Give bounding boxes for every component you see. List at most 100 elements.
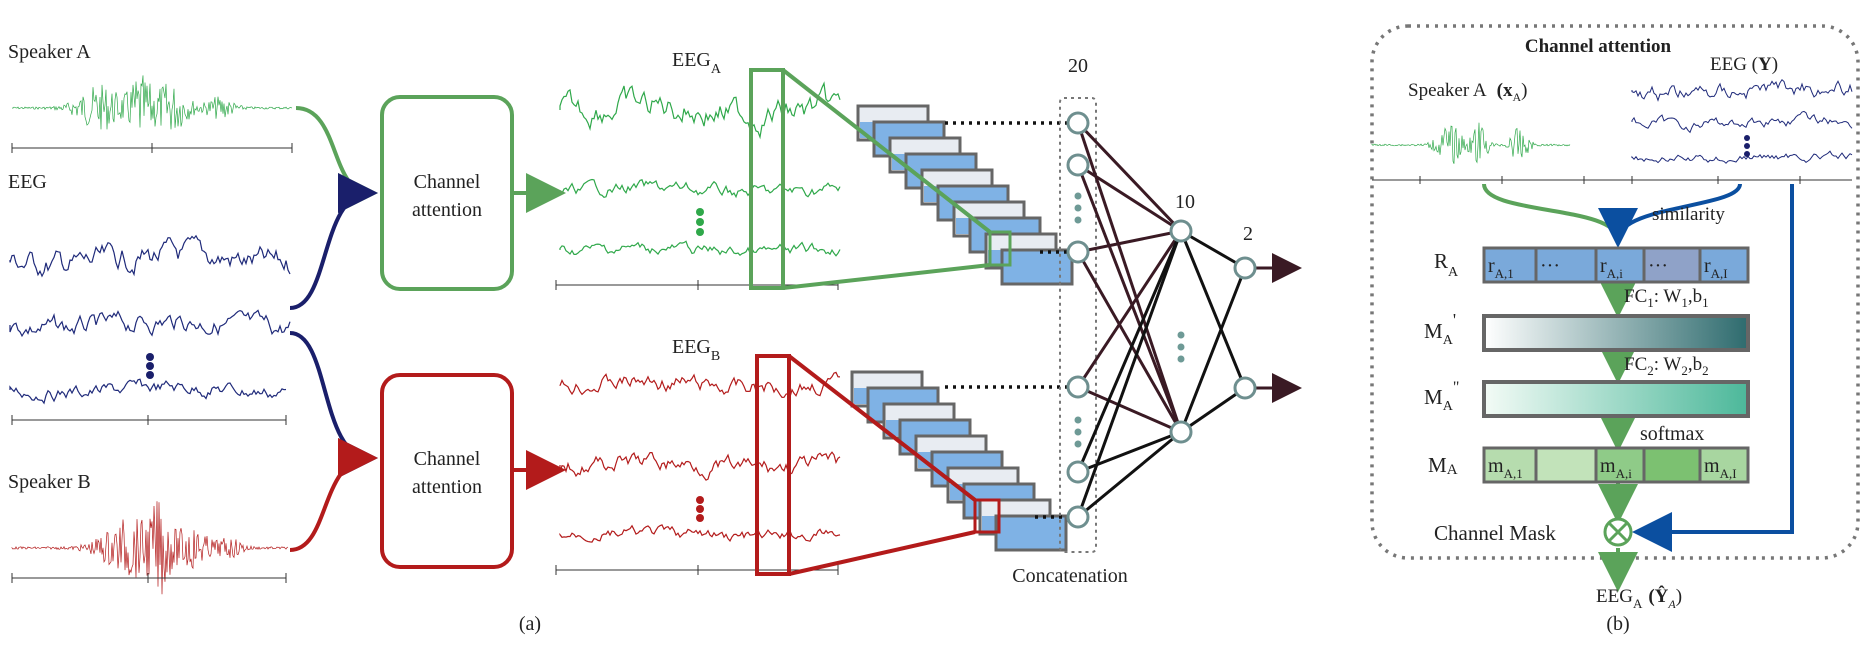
edge-l1-l2	[1076, 230, 1183, 473]
r-a-cell-1-label: rA,1	[1488, 255, 1514, 281]
kernel-highlight-a	[988, 230, 1012, 267]
r-a-cell-4-label: ···	[1648, 255, 1668, 277]
eeg-input-channel-2	[9, 309, 291, 338]
eeg-input-channel-1	[9, 234, 291, 278]
speaker-b-label: Speaker B	[8, 471, 91, 493]
m-a-double-prime-bar	[1482, 380, 1750, 418]
panel-b-eeg-2	[1631, 110, 1853, 134]
neuron-ellipsis-dot	[1177, 343, 1185, 351]
eeg-a-channel-2	[559, 178, 841, 199]
r-a-cell-2-label: ···	[1540, 255, 1560, 277]
eeg-b-label: EEGB	[672, 336, 720, 364]
neuron-ellipsis-dot	[1074, 416, 1082, 424]
channel-attention-box-a	[380, 95, 514, 291]
speaker-a-input-label: Speaker A(xA)	[1408, 80, 1527, 104]
eeg-b-channel-2	[559, 451, 841, 481]
neuron-layer-20	[1066, 153, 1090, 177]
input-connectors	[289, 106, 566, 552]
dense-network	[1066, 111, 1302, 529]
m-a-cell-1-label: mA,1	[1488, 455, 1523, 481]
panel-a-caption: (a)	[519, 613, 541, 635]
window-eeg-b	[755, 354, 791, 576]
panel-b-speaker-waveform	[1371, 122, 1571, 164]
concatenation-label: Concatenation	[1012, 565, 1128, 587]
layer-size-2: 2	[1243, 223, 1253, 245]
attention-a-line2: attention	[412, 199, 482, 221]
edge-l1-l2	[1077, 229, 1182, 254]
conv-stack-a-layer-10-fill	[1004, 266, 1070, 282]
kernel-highlight-b	[973, 498, 1001, 534]
eeg-a-label: EEGA	[672, 49, 722, 77]
neuron-ellipsis-dot	[1177, 355, 1185, 363]
edge-l1-l2	[1076, 230, 1183, 518]
panel-b-caption: (b)	[1606, 613, 1629, 635]
edge-l1-l2	[1076, 121, 1183, 233]
m-a-cell-2	[1534, 446, 1598, 484]
panel-b-axes	[1372, 176, 1852, 184]
m-a-cell-4	[1642, 446, 1702, 484]
eeg-input-channel-3	[9, 378, 287, 405]
m-a-cell-3-label: mA,i	[1600, 455, 1632, 481]
m-a-double-prime-label: MA"	[1424, 379, 1459, 414]
neuron-ellipsis-dot	[1074, 204, 1082, 212]
eeg-a-channel-3	[559, 240, 841, 257]
edge-l2-l3	[1180, 386, 1246, 434]
eeg-input-label: EEG	[8, 171, 47, 193]
softmax-label: softmax	[1640, 423, 1704, 445]
r-a-cell-2	[1534, 246, 1598, 284]
r-a-cell-5-label: rA,I	[1704, 255, 1728, 281]
edge-l2-l3	[1180, 229, 1246, 270]
attention-b-line1: Channel	[414, 448, 481, 470]
m-a-cell-5	[1698, 446, 1750, 484]
layer-size-20: 20	[1068, 55, 1088, 77]
neuron-layer-20	[1066, 111, 1090, 135]
flatten-connectors	[945, 121, 1068, 519]
speaker-a-waveform	[11, 75, 293, 130]
eeg-b-channel-3	[559, 524, 841, 543]
channel-mask-label: Channel Mask	[1434, 521, 1556, 545]
m-a-prime-label: MA'	[1424, 310, 1456, 348]
neuron-layer-20	[1066, 240, 1090, 264]
neuron-layer-10	[1169, 219, 1193, 243]
window-eeg-a	[749, 68, 785, 290]
conv-stack-b-layer-10-fill	[998, 532, 1064, 548]
panel-b-connectors	[1482, 183, 1794, 592]
neuron-layer-2	[1233, 376, 1257, 400]
eeg-a-channel-1	[559, 81, 841, 140]
speaker-a-label: Speaker A	[8, 41, 91, 63]
neuron-ellipsis-dot	[1074, 216, 1082, 224]
neuron-ellipsis-dot	[1074, 440, 1082, 448]
attention-a-line1: Channel	[414, 171, 481, 193]
panel-b-eeg-3	[1631, 150, 1853, 164]
waveform-layer	[9, 75, 841, 595]
panel-b-waveforms	[1371, 78, 1853, 164]
edge-l1-l2	[1077, 163, 1182, 233]
neuron-layer-2	[1233, 256, 1257, 280]
panel-b: Channel attention Speaker A(xA) EEG (Y) …	[1370, 24, 1860, 635]
neuron-ellipsis-dot	[1074, 428, 1082, 436]
projection-lines	[781, 68, 992, 576]
r-a-row: rA,1···rA,i···rA,I	[1482, 246, 1750, 284]
edge-l1-l2	[1076, 251, 1183, 433]
r-a-cell-5	[1698, 246, 1750, 284]
channel-attention-box-b	[380, 373, 514, 569]
speaker-b-waveform	[11, 501, 289, 595]
signal-axes	[11, 143, 839, 583]
panel-b-eeg-1	[1631, 78, 1853, 102]
layer-size-10: 10	[1175, 191, 1195, 213]
neuron-layer-10	[1169, 420, 1193, 444]
output-label: EEGA(ŶA)	[1596, 585, 1682, 611]
r-a-cell-1	[1482, 246, 1538, 284]
concatenation-box	[1059, 97, 1097, 553]
neuron-layer-20	[1066, 460, 1090, 484]
channel-attention-panel	[1370, 24, 1860, 560]
neuron-layer-20	[1066, 375, 1090, 399]
conv-stacks	[850, 104, 1074, 552]
edge-l2-l3	[1179, 267, 1247, 433]
edge-l1-l2	[1076, 230, 1183, 388]
eeg-y-label: EEG (Y)	[1710, 54, 1778, 75]
fc2-label: FC2: W2,b2	[1624, 354, 1709, 378]
m-a-prime-bar	[1482, 314, 1750, 352]
similarity-label: similarity	[1652, 204, 1725, 225]
